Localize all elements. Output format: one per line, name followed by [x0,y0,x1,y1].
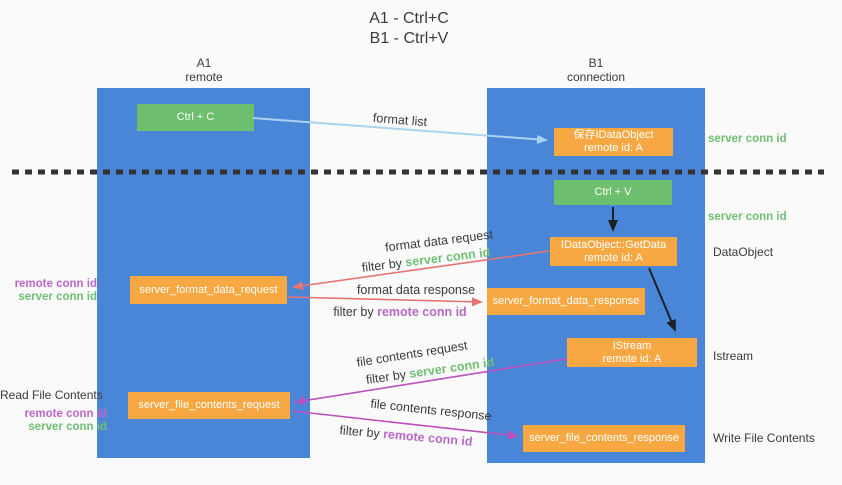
node-format-request-label: server_format_data_request [139,283,278,296]
arrow-format-data-response [287,296,483,307]
label-server-conn-id-left-top: server conn id [18,291,97,303]
node-istream-remote-id: remote id: A [602,352,662,365]
diagram-title: A1 - Ctrl+C B1 - Ctrl+V [289,9,529,49]
label-server-conn-id-right-top: server conn id [708,133,787,145]
node-server-format-data-response: server_format_data_response [487,288,645,315]
column-header-b1: B1 connection [536,56,656,84]
label-server-conn-id-left-bottom: server conn id [28,421,107,433]
column-b1-name: B1 [588,56,604,70]
node-server-file-contents-request: server_file_contents_request [128,392,290,419]
label-server-conn-id-right-mid: server conn id [708,211,787,223]
column-a1-subtitle: remote [185,70,223,84]
column-header-a1: A1 remote [144,56,264,84]
node-ctrl-c-label: Ctrl + C [176,111,215,123]
node-istream: IStream remote id: A [567,338,697,367]
node-server-file-contents-response: server_file_contents_response [523,425,685,452]
column-b1-subtitle: connection [566,70,626,84]
label-read-file-contents: Read File Contents [0,388,103,402]
node-format-response-label: server_format_data_response [492,295,640,307]
node-file-response-label: server_file_contents_response [529,432,679,444]
node-ctrl-v: Ctrl + V [554,180,672,205]
column-a1-name: A1 [196,56,212,70]
edge-label-file-contents-response: file contents response [369,396,493,424]
node-ctrl-v-label: Ctrl + V [594,186,632,198]
label-dataobject: DataObject [713,245,774,259]
label-remote-conn-id-left-top: remote conn id [14,278,97,290]
node-save-idataobject-title: 保存IDataObject [573,129,654,141]
node-idataobject-getdata: IDataObject::GetData remote id: A [550,237,677,266]
edge-label-format-data-response: format data response [356,283,476,297]
label-conn-ids-left-bottom: remote conn id server conn id [0,408,107,434]
node-ctrl-c: Ctrl + C [137,104,254,131]
edge-label-filter-remote-conn-2: filter by remote conn id [338,423,474,449]
label-conn-ids-left-top: remote conn id server conn id [0,278,97,304]
edge-label-filter-remote-conn-1: filter by remote conn id [333,305,467,319]
node-server-format-data-request: server_format_data_request [130,276,287,304]
label-remote-conn-id-left-bottom: remote conn id [24,408,107,420]
node-getdata-title: IDataObject::GetData [560,238,667,251]
title-line-a1: A1 - Ctrl+C [369,10,449,27]
node-save-idataobject-remote-id: remote id: A [584,142,643,154]
node-file-request-label: server_file_contents_request [138,399,280,411]
node-getdata-remote-id: remote id: A [584,251,643,264]
edge-label-format-list: format list [372,110,428,130]
label-istream-side: Istream [713,349,754,363]
node-save-idataobject: 保存IDataObject remote id: A [554,128,673,156]
node-istream-title: IStream [612,339,652,352]
title-line-b1: B1 - Ctrl+V [369,30,449,47]
label-write-file-contents: Write File Contents [713,431,815,445]
